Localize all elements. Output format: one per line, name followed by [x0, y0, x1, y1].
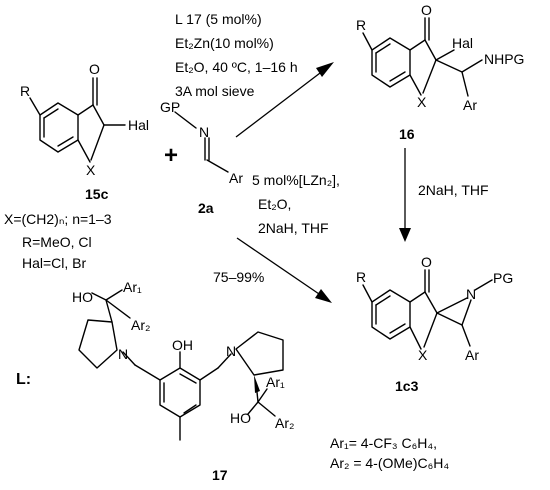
- ligand-prefix: L:: [16, 371, 31, 388]
- definition-ar2: Ar₂ = 4-(OMe)C₆H₄: [330, 455, 449, 471]
- atom-R: R: [20, 83, 30, 99]
- atom-R-16: R: [356, 17, 366, 33]
- product-16-structure: [362, 17, 483, 97]
- atom-NHPG-16: NHPG: [484, 51, 524, 67]
- note-r-definition: R=MeO, Cl: [22, 234, 92, 250]
- condition-vertical: 2NaH, THF: [418, 182, 489, 198]
- atom-X-16: X: [417, 94, 427, 110]
- ligand-N-left: N: [118, 346, 128, 362]
- atom-X-1c3: X: [418, 347, 428, 363]
- condition-ligand: L 17 (5 mol%): [175, 11, 262, 27]
- label-17: 17: [212, 467, 228, 483]
- atom-Ar-16: Ar: [463, 97, 477, 113]
- note-hal-definition: Hal=Cl, Br: [22, 255, 87, 271]
- arrow-to-1c3: [236, 237, 332, 303]
- ligand-17-structure: [78, 289, 284, 441]
- product-1c3-structure: [362, 269, 493, 350]
- definition-ar1: Ar₁= 4-CF₃ C₆H₄,: [330, 435, 437, 451]
- label-15c: 15c: [85, 186, 109, 202]
- reactant-2a-structure: [174, 111, 229, 173]
- label-1c3: 1c3: [395, 378, 419, 394]
- label-16: 16: [399, 126, 415, 142]
- condition-catalyst: 5 mol%[LZn₂],: [252, 172, 340, 188]
- condition-ether: Et₂O,: [258, 196, 291, 212]
- condition-sieve: 3A mol sieve: [175, 83, 255, 99]
- label-2a: 2a: [198, 200, 214, 216]
- plus-sign: +: [164, 142, 178, 169]
- ligand-Ar1-left: Ar₁: [123, 279, 142, 295]
- atom-O-1c3: O: [421, 254, 432, 270]
- ligand-HO-left: HO: [72, 289, 93, 305]
- ligand-N-right: N: [226, 343, 236, 359]
- atom-Ar: Ar: [229, 170, 243, 186]
- atom-R-1c3: R: [356, 269, 366, 285]
- atom-N-1c3: N: [466, 286, 476, 302]
- atom-PG-1c3: PG: [493, 270, 513, 286]
- atom-N: N: [199, 124, 209, 140]
- reactant-15c-structure: [29, 77, 126, 163]
- atom-Hal: Hal: [128, 117, 149, 133]
- ligand-HO-right: HO: [230, 410, 251, 426]
- condition-zinc: Et₂Zn(10 mol%): [175, 35, 274, 51]
- condition-solvent-temp: Et₂O, 40 ºC, 1–16 h: [175, 59, 298, 75]
- atom-X: X: [86, 162, 96, 178]
- arrow-16-to-1c3: [399, 148, 411, 242]
- atom-Ar-1c3: Ar: [465, 347, 479, 363]
- atom-Hal-16: Hal: [452, 35, 473, 51]
- atom-O-16: O: [421, 2, 432, 18]
- ligand-Ar2-right: Ar₂: [275, 415, 294, 431]
- condition-base: 2NaH, THF: [258, 220, 329, 236]
- atom-GP: GP: [160, 99, 180, 115]
- ligand-Ar2-left: Ar₂: [131, 317, 150, 333]
- arrow-to-16: [235, 62, 334, 138]
- note-x-definition: X=(CH2)ₙ; n=1–3: [4, 211, 112, 227]
- atom-O: O: [89, 61, 100, 77]
- yield-label: 75–99%: [213, 269, 264, 285]
- ligand-OH-center: OH: [172, 337, 193, 353]
- ligand-Ar1-right: Ar₁: [266, 374, 285, 390]
